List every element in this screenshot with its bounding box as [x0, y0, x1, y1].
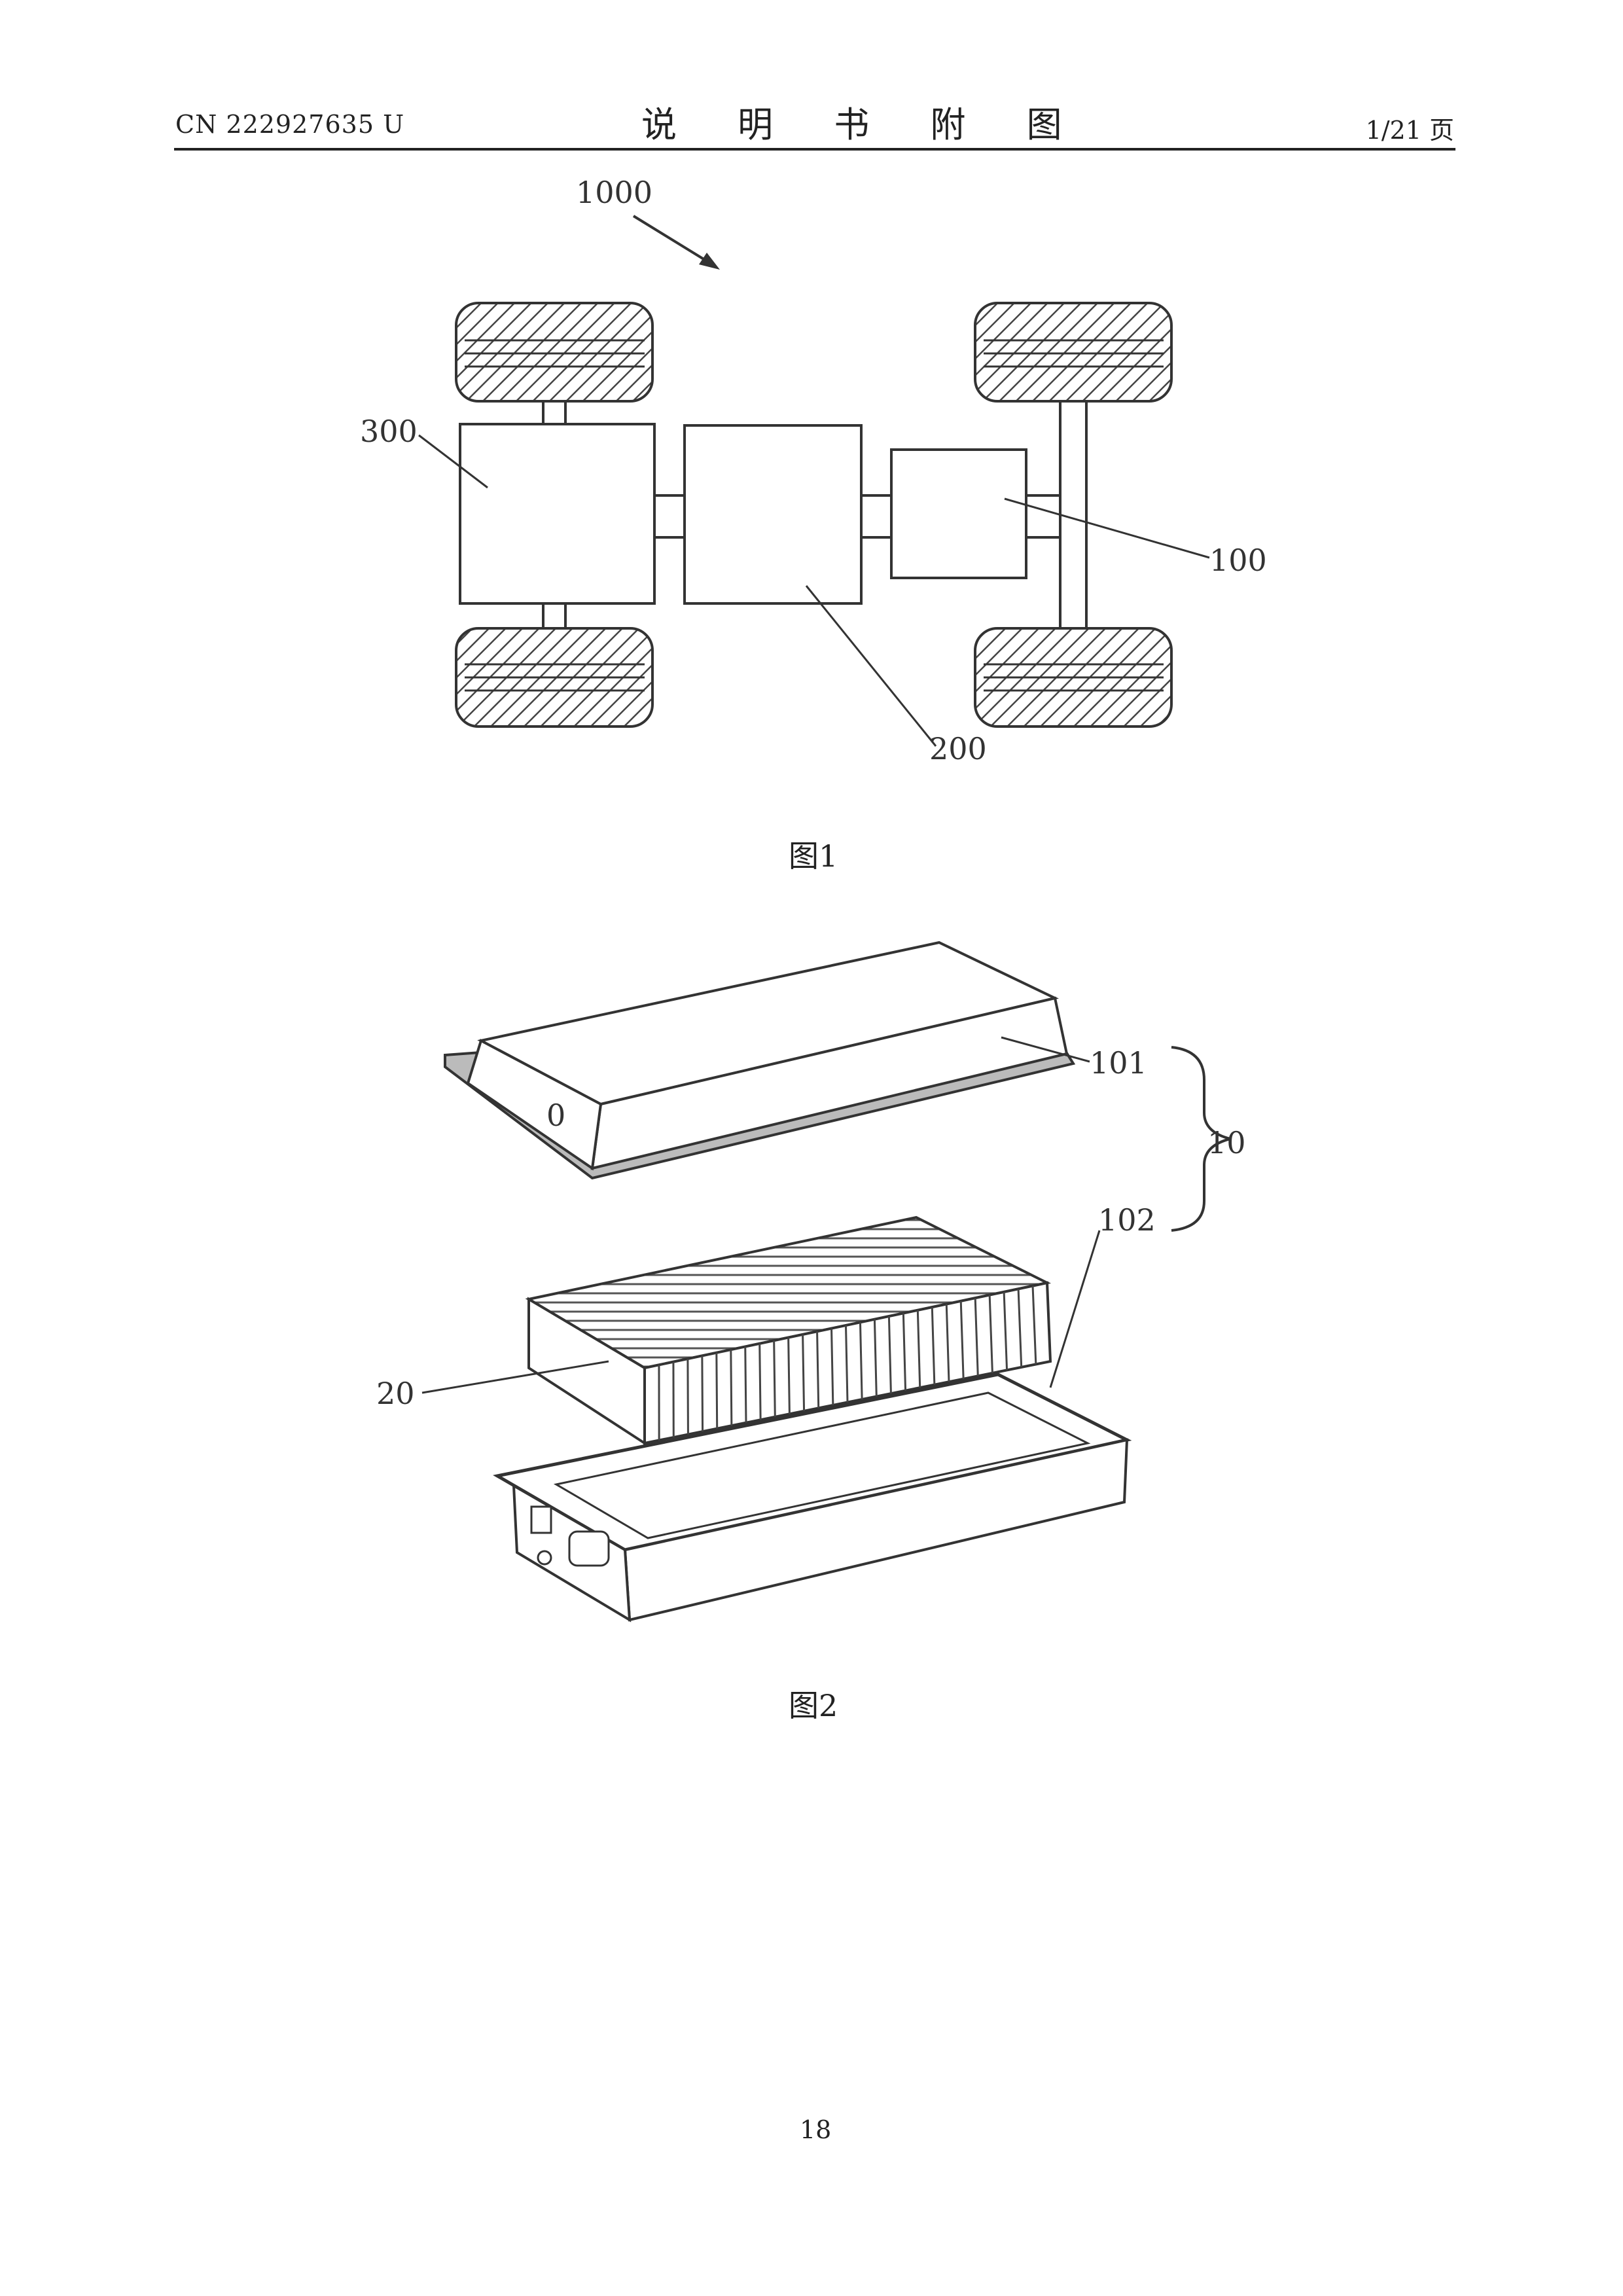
label-200: 200: [929, 731, 987, 766]
cell-separator-line: [803, 1335, 804, 1411]
cell-separator-line: [789, 1338, 790, 1414]
motor-box-200: [685, 425, 861, 603]
lower-case-102: [497, 1374, 1127, 1620]
shaft-motor-battery: [861, 495, 891, 537]
figure-1-vehicle: 1000 300 200 100: [360, 175, 1267, 766]
label-101: 101: [1090, 1045, 1147, 1081]
shaft-controller-motor: [654, 495, 685, 537]
cell-separator-line: [774, 1340, 776, 1417]
label-102: 102: [1098, 1202, 1156, 1238]
rear-axle: [1060, 401, 1086, 628]
controller-box-300: [460, 424, 654, 603]
page-number: 18: [800, 2115, 831, 2144]
cell-separator-line: [745, 1347, 746, 1423]
label-1000: 1000: [576, 175, 652, 210]
label-100: 100: [1209, 543, 1267, 578]
leader-102: [1050, 1230, 1099, 1388]
figure-2-battery-pack-exploded: 0: [376, 942, 1246, 1620]
cell-separator-line: [702, 1355, 703, 1431]
left-upper-link: [543, 401, 565, 424]
shaft-battery-axle: [1026, 495, 1060, 537]
figure-2-caption: 图2: [789, 1682, 838, 1725]
figure-1-caption: 图1: [789, 833, 838, 876]
upper-case-101: 0: [445, 942, 1073, 1178]
battery-box-100: [891, 450, 1026, 578]
label-mark-0: 0: [546, 1098, 565, 1133]
label-20: 20: [376, 1376, 415, 1411]
cell-separator-line: [731, 1350, 732, 1426]
vehicle-arrow: [633, 216, 720, 270]
wheel-front-left: [456, 303, 652, 401]
left-lower-link: [543, 603, 565, 628]
wheel-front-right: [975, 303, 1171, 401]
label-10: 10: [1207, 1125, 1246, 1160]
cell-separator-line: [817, 1331, 819, 1408]
leader-200: [806, 586, 936, 746]
label-300: 300: [360, 414, 418, 449]
